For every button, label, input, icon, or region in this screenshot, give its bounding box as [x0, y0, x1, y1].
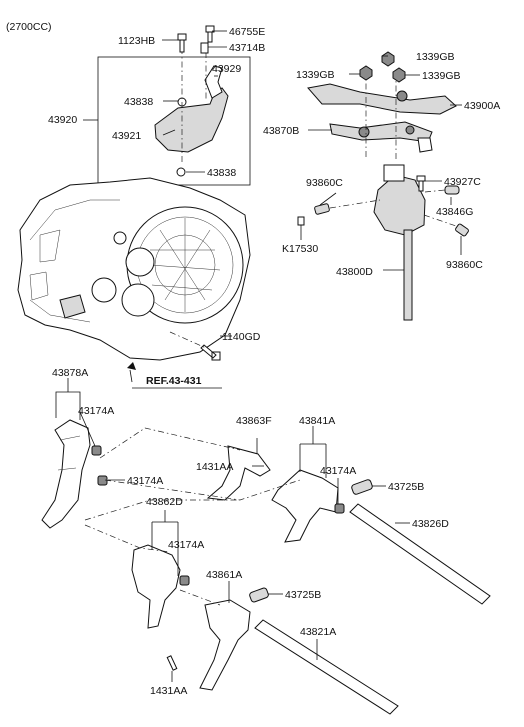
label-ref-43-431: REF.43-431	[146, 375, 202, 387]
rod-43826D-shape	[349, 503, 491, 605]
label-1339GB-b: 1339GB	[296, 69, 335, 81]
label-46755E: 46755E	[229, 26, 265, 38]
label-43821A: 43821A	[300, 626, 336, 638]
label-43863F: 43863F	[236, 415, 272, 427]
label-93860C-a: 93860C	[306, 177, 343, 189]
engine-variant-label: (2700CC)	[6, 21, 52, 33]
bolt-46755E-shape	[205, 25, 215, 43]
label-43920: 43920	[48, 114, 77, 126]
bushing-43174A-b-shape	[97, 475, 108, 486]
label-93860C-b: 93860C	[446, 259, 483, 271]
bolt-1123HB-shape	[177, 33, 187, 53]
shift-fork-43841A	[271, 469, 339, 543]
label-43921: 43921	[112, 130, 141, 142]
pin-43725B-b-shape	[249, 587, 269, 603]
label-1431AA-b: 1431AA	[150, 685, 187, 697]
part-labels: 1123HB 46755E 43714B 43929 43838 43920 4…	[48, 26, 500, 697]
label-43900A: 43900A	[464, 100, 500, 112]
nut-1339GB-b-shape	[359, 65, 373, 81]
control-shaft-43800D-rod	[403, 229, 413, 321]
label-43846G: 43846G	[436, 206, 473, 218]
plug-93860C-b-shape	[455, 223, 469, 237]
label-1123HB: 1123HB	[118, 35, 155, 47]
washer-43838-bottom-shape	[176, 167, 186, 177]
pin-K17530-shape	[297, 216, 305, 226]
transaxle-case	[17, 177, 251, 361]
label-43838-top: 43838	[124, 96, 153, 108]
label-43174A-a: 43174A	[78, 405, 114, 417]
label-43870B: 43870B	[263, 125, 299, 137]
label-43174A-b: 43174A	[127, 475, 163, 487]
bushing-43174A-a-shape	[91, 445, 102, 456]
rod-43821A-shape	[254, 619, 399, 715]
bushing-43174A-c-shape	[334, 503, 345, 514]
label-43714B: 43714B	[229, 42, 265, 54]
label-43800D: 43800D	[336, 266, 373, 278]
bolt-1140GD-shape	[200, 344, 221, 361]
pin-1431AA-shape	[166, 655, 178, 671]
label-43878A: 43878A	[52, 367, 88, 379]
label-1339GB-a: 1339GB	[416, 51, 455, 63]
nut-1339GB-c-shape	[392, 67, 406, 83]
lever-43870B-shape	[329, 121, 433, 143]
label-43862D: 43862D	[146, 496, 183, 508]
label-1140GD: 1140GD	[222, 331, 261, 343]
label-43929: 43929	[212, 63, 241, 75]
label-43174A-c: 43174A	[320, 465, 356, 477]
shift-lever-assembly	[297, 51, 469, 321]
label-1339GB-c: 1339GB	[422, 70, 461, 82]
shift-fork-43862D	[131, 544, 181, 629]
leader-lines	[55, 30, 462, 682]
shift-fork-43861A	[199, 599, 251, 691]
shift-fork-43878A	[41, 419, 91, 529]
label-1431AA-a: 1431AA	[196, 461, 233, 473]
label-43725B-b: 43725B	[285, 589, 321, 601]
switch-43846G-shape	[444, 185, 460, 195]
label-43725B-a: 43725B	[388, 481, 424, 493]
bushing-43174A-d-shape	[179, 575, 190, 586]
bracket-plate-shape	[154, 87, 229, 153]
bolt-43714B-shape	[200, 42, 209, 54]
label-43838-bottom: 43838	[207, 167, 236, 179]
label-43826D: 43826D	[412, 518, 449, 530]
pin-43725B-a-shape	[351, 479, 373, 495]
label-43841A: 43841A	[299, 415, 335, 427]
label-43861A: 43861A	[206, 569, 242, 581]
shift-fork-43863F	[206, 445, 271, 501]
label-K17530: K17530	[282, 243, 318, 255]
plug-93860C-a-shape	[314, 203, 330, 215]
label-43927C: 43927C	[444, 176, 481, 188]
control-shaft-43800D-housing	[373, 174, 426, 236]
nut-1339GB-a-shape	[381, 51, 395, 67]
clip-43929-shape	[204, 65, 223, 99]
label-43174A-d: 43174A	[168, 539, 204, 551]
lever-43900A-shape	[307, 83, 457, 115]
bracket-assembly-43920	[83, 25, 251, 186]
